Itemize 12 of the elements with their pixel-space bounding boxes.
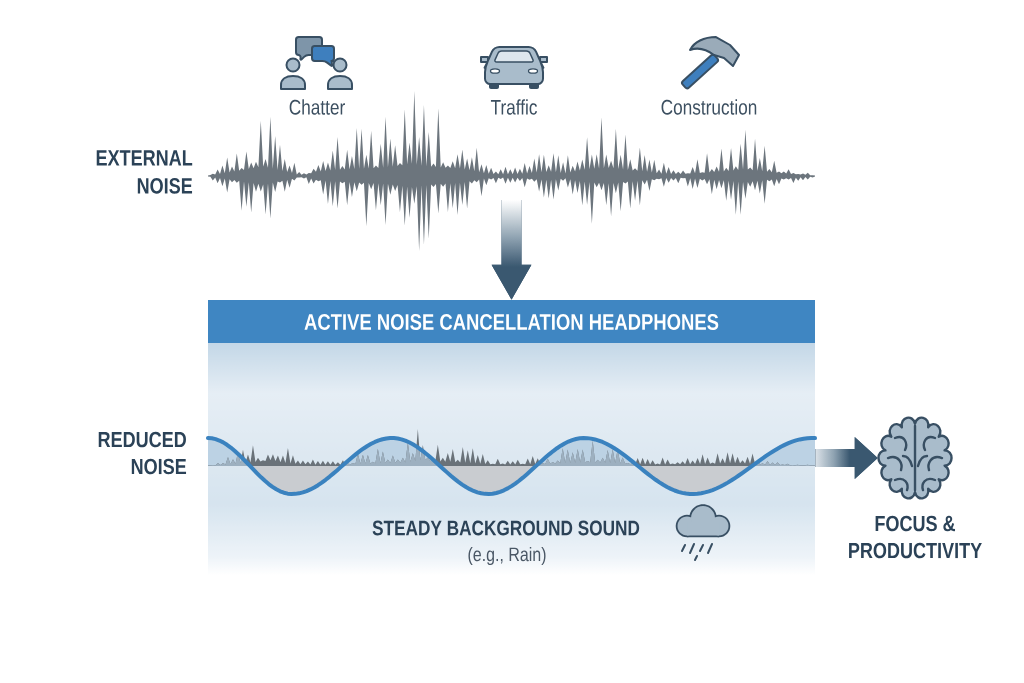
arrow [491,200,532,300]
icon-caption: Traffic [490,99,537,115]
side-label: EXTERNAL NOISE [96,150,193,194]
icon-caption: Chatter [289,99,345,115]
side-label: REDUCED NOISE [98,431,187,475]
arrow [815,437,878,479]
header-bar: ACTIVE NOISE CANCELLATION HEADPHONES [208,300,815,343]
example-note: (e.g., Rain) [468,546,546,566]
section-label: STEADY BACKGROUND SOUND [372,520,640,536]
icon-caption: Construction [661,99,757,115]
side-label: FOCUS & PRODUCTIVITY [849,515,982,559]
brain-icon [877,416,953,500]
